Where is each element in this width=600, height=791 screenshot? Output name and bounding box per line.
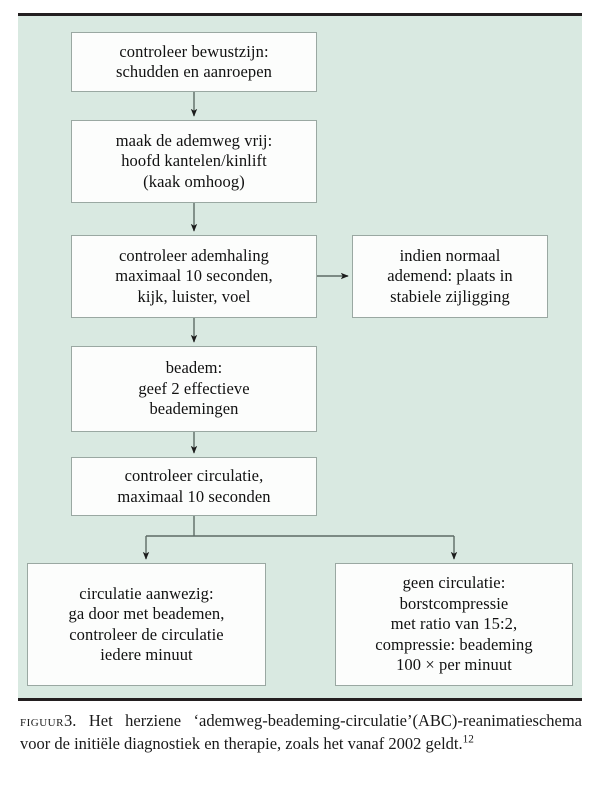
flow-node-label: maak de ademweg vrij: hoofd kantelen/kin… bbox=[115, 130, 273, 191]
flow-node-open-airway: maak de ademweg vrij: hoofd kantelen/kin… bbox=[71, 120, 317, 203]
flowchart-canvas: controleer bewustzijn: schudden en aanro… bbox=[18, 16, 582, 704]
flow-node-label: controleer circulatie, maximaal 10 secon… bbox=[117, 466, 271, 506]
flow-node-recovery-position: indien normaal ademend: plaats in stabie… bbox=[352, 235, 548, 318]
flow-node-no-circulation: geen circulatie: borstcompressie met rat… bbox=[335, 563, 573, 686]
figure-caption: figuur3. Het herziene ‘ademweg-beademing… bbox=[20, 710, 582, 755]
flow-node-label: controleer bewustzijn: schudden en aanro… bbox=[115, 41, 273, 81]
figure-caption-label: figuur bbox=[20, 714, 64, 730]
flow-node-label: indien normaal ademend: plaats in stabie… bbox=[387, 245, 513, 306]
flow-node-check-consciousness: controleer bewustzijn: schudden en aanro… bbox=[71, 32, 317, 92]
flow-node-check-breathing: controleer ademhaling maximaal 10 second… bbox=[71, 235, 317, 318]
flow-node-label: circulatie aanwezig: ga door met beademe… bbox=[68, 583, 225, 664]
flow-node-label: controleer ademhaling maximaal 10 second… bbox=[115, 245, 273, 306]
figure-caption-reference: 12 bbox=[462, 733, 474, 746]
figure-caption-text: Het herziene ‘ademweg-beademing-circulat… bbox=[20, 711, 582, 753]
flow-node-label: beadem: geef 2 effectieve beademingen bbox=[138, 358, 250, 419]
flow-node-circulation-present: circulatie aanwezig: ga door met beademe… bbox=[27, 563, 266, 686]
flow-node-check-circulation: controleer circulatie, maximaal 10 secon… bbox=[71, 457, 317, 516]
figure-panel: controleer bewustzijn: schudden en aanro… bbox=[18, 13, 582, 701]
figure-caption-number: 3. bbox=[63, 711, 77, 730]
flow-node-label: geen circulatie: borstcompressie met rat… bbox=[375, 573, 533, 675]
flow-node-give-ventilations: beadem: geef 2 effectieve beademingen bbox=[71, 346, 317, 432]
